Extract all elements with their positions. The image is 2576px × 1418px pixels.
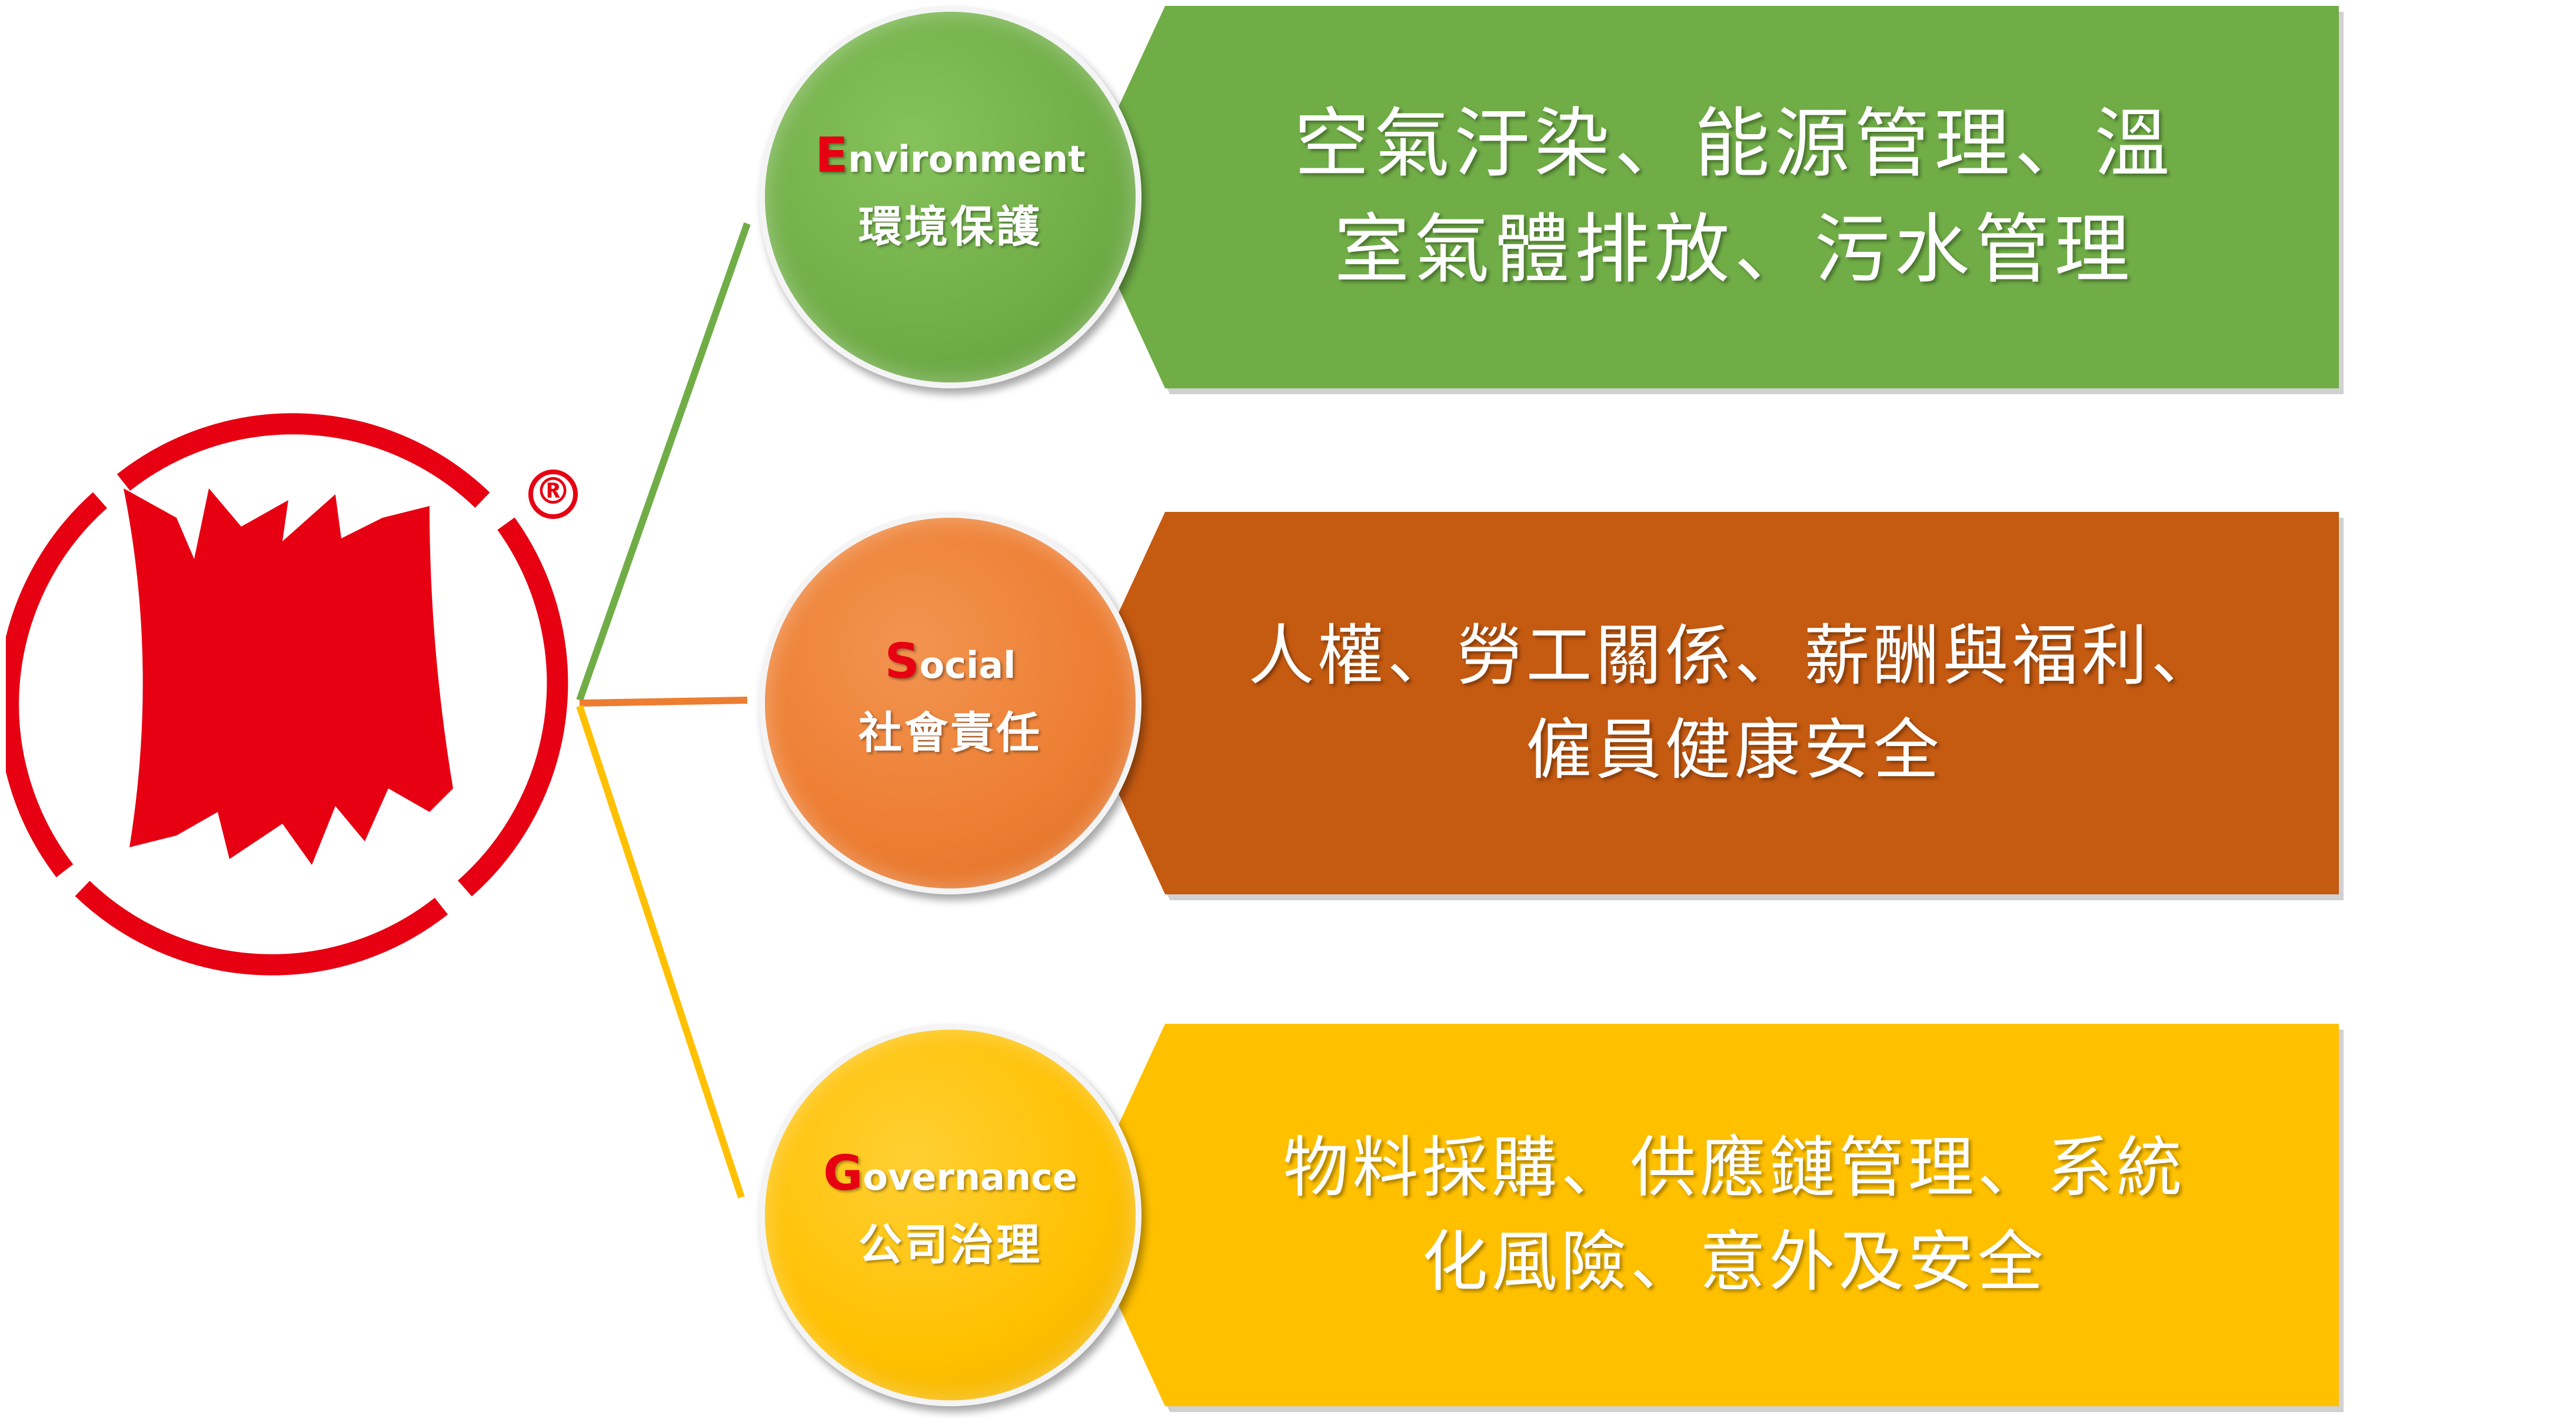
governance-english-rest: overnance — [863, 1156, 1077, 1199]
social-banner: 人權、勞工關係、薪酬與福利、 僱員健康安全 — [1077, 512, 2339, 894]
logo-ring-bottom — [75, 881, 448, 976]
logo-ring-right — [458, 517, 568, 897]
social-english-rest: ocial — [919, 644, 1016, 687]
environment-description: 空氣汙染、能源管理、溫 室氣體排放、污水管理 — [1294, 100, 2175, 294]
environment-row: 空氣汙染、能源管理、溫 室氣體排放、污水管理 Environment 環境保護 — [759, 0, 2348, 400]
company-logo: ® — [6, 413, 578, 976]
social-row: 人權、勞工關係、薪酬與福利、 僱員健康安全 Social 社會責任 — [759, 506, 2348, 906]
governance-connector — [576, 705, 745, 1199]
logo-ring-left — [6, 492, 107, 877]
logo-ring-top — [117, 413, 490, 508]
social-chinese-label: 社會責任 — [858, 708, 1042, 758]
environment-initial: E — [815, 128, 848, 184]
environment-circle: Environment 環境保護 — [759, 6, 1141, 388]
social-english-label: Social — [885, 634, 1016, 690]
governance-banner: 物料採購、供應鏈管理、系統 化風險、意外及安全 — [1077, 1024, 2339, 1406]
environment-connector — [576, 222, 751, 701]
logo-flame-shape — [124, 488, 453, 865]
social-connector — [579, 697, 748, 707]
governance-row: 物料採購、供應鏈管理、系統 化風險、意外及安全 Governance 公司治理 — [759, 1018, 2348, 1418]
governance-initial: G — [823, 1146, 863, 1201]
social-circle: Social 社會責任 — [759, 512, 1141, 894]
governance-description: 物料採購、供應鏈管理、系統 化風險、意外及安全 — [1283, 1130, 2186, 1300]
environment-english-rest: nvironment — [848, 138, 1086, 181]
social-initial: S — [884, 634, 920, 690]
governance-circle: Governance 公司治理 — [759, 1024, 1141, 1406]
environment-english-label: Environment — [815, 128, 1086, 184]
registered-mark: ® — [535, 470, 571, 512]
governance-chinese-label: 公司治理 — [858, 1220, 1042, 1270]
governance-english-label: Governance — [823, 1146, 1077, 1201]
social-description: 人權、勞工關係、薪酬與福利、 僱員健康安全 — [1248, 618, 2221, 788]
registered-mark-circle — [528, 470, 578, 519]
environment-chinese-label: 環境保護 — [858, 202, 1042, 252]
environment-banner: 空氣汙染、能源管理、溫 室氣體排放、污水管理 — [1077, 6, 2339, 388]
